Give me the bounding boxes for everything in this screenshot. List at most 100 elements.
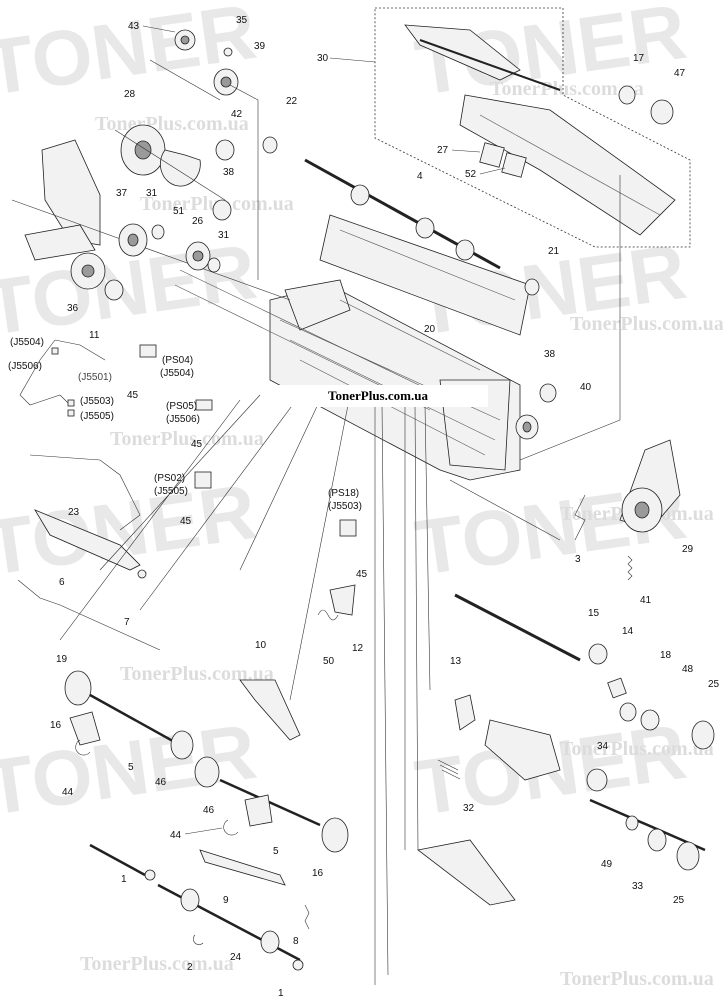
part-23-sheet xyxy=(29,454,141,531)
callout-45-c: 45 xyxy=(180,516,192,527)
callout-PS05: (PS05) xyxy=(166,401,197,412)
part-21-bushing xyxy=(524,278,540,296)
part-15-gear xyxy=(588,643,608,665)
callout-18: 18 xyxy=(660,650,672,661)
watermark-url-4: TonerPlus.com.ua xyxy=(570,313,724,335)
callout-46-a: 46 xyxy=(155,777,167,788)
part-40-gear xyxy=(515,414,539,440)
callout-J5501: (J5501) xyxy=(78,372,112,383)
callout-J5506-b: (J5506) xyxy=(166,414,200,425)
part-31b-bushing xyxy=(207,257,221,273)
watermark-url-5: TonerPlus.com.ua xyxy=(110,428,264,450)
callout-32: 32 xyxy=(463,803,475,814)
callout-45-d: 45 xyxy=(356,569,368,580)
callout-22: 22 xyxy=(286,96,298,107)
callout-6: 6 xyxy=(59,577,65,588)
callout-J5506: (J5506) xyxy=(8,361,42,372)
callout-51: 51 xyxy=(173,206,185,217)
part-7-clip xyxy=(137,569,147,579)
callout-PS04: (PS04) xyxy=(162,355,193,366)
part-shaft-right xyxy=(454,593,581,662)
callout-2: 2 xyxy=(187,962,193,973)
callout-8: 8 xyxy=(293,936,299,947)
callout-17: 17 xyxy=(633,53,645,64)
callout-14: 14 xyxy=(622,626,634,637)
callout-20: 20 xyxy=(424,324,436,335)
part-3-spring xyxy=(574,494,586,541)
callout-4: 4 xyxy=(417,171,423,182)
part-48-gear xyxy=(640,709,660,731)
watermark-url-10: TonerPlus.com.ua xyxy=(560,968,714,990)
callout-48: 48 xyxy=(682,664,694,675)
part-8-spring xyxy=(304,904,310,930)
part-37-gear xyxy=(118,223,148,257)
part-25a-roller xyxy=(691,720,715,750)
part-45d-sensor xyxy=(339,519,357,537)
part-12-bracket xyxy=(329,584,356,616)
watermark-url-2: TonerPlus.com.ua xyxy=(490,78,644,100)
part-28-gear xyxy=(120,124,166,176)
part-19-sheet xyxy=(17,579,161,651)
part-29-gear-assembly xyxy=(619,439,681,533)
callout-J5504-b: (J5504) xyxy=(160,368,194,379)
gear-housing-left xyxy=(11,139,291,301)
callout-36: 36 xyxy=(67,303,79,314)
callout-31-b: 31 xyxy=(218,230,230,241)
callout-21: 21 xyxy=(548,246,560,257)
part-45a-sensor xyxy=(139,344,157,358)
part-18-gear xyxy=(619,702,637,722)
part-9-guide xyxy=(199,849,286,886)
callout-J5504: (J5504) xyxy=(10,337,44,348)
part-27-pad xyxy=(479,142,505,168)
cable-harness xyxy=(19,339,106,417)
callout-31-a: 31 xyxy=(146,188,158,199)
callout-3: 3 xyxy=(575,554,581,565)
callout-33: 33 xyxy=(632,881,644,892)
part-44a-clip xyxy=(75,739,91,756)
callout-J5505: (J5505) xyxy=(80,411,114,422)
callout-26: 26 xyxy=(192,216,204,227)
callout-45-b: 45 xyxy=(191,439,203,450)
part-26-gear xyxy=(185,241,211,271)
part-39-gear xyxy=(213,68,239,96)
callout-43: 43 xyxy=(128,21,140,32)
part-33-gear xyxy=(647,828,667,852)
callout-9: 9 xyxy=(223,895,229,906)
part-50-spring xyxy=(317,609,339,621)
part-32-spring xyxy=(437,759,461,780)
site-banner-text: TonerPlus.com.ua xyxy=(328,388,428,403)
part-42-gear xyxy=(215,139,235,161)
part-52-pad xyxy=(501,152,527,178)
part-38-gear-top xyxy=(212,199,232,221)
callout-labels: 43 35 39 30 17 47 28 42 22 27 52 4 38 37… xyxy=(8,15,720,999)
callout-J5505-b: (J5505) xyxy=(154,486,188,497)
part-5b-bracket xyxy=(244,794,273,827)
part-shaft-16a xyxy=(89,693,181,747)
callout-7: 7 xyxy=(124,617,130,628)
callout-44-a: 44 xyxy=(62,787,74,798)
assembly-30-outline xyxy=(374,7,691,248)
part-shaft-46b xyxy=(219,778,321,827)
callout-13: 13 xyxy=(450,656,462,667)
part-41-spring xyxy=(627,555,633,581)
part-34-roller xyxy=(586,768,608,792)
part-46a-roller xyxy=(170,730,194,760)
callout-23: 23 xyxy=(68,507,80,518)
watermark-url-8: TonerPlus.com.ua xyxy=(560,738,714,760)
callout-40: 40 xyxy=(580,382,592,393)
callout-35: 35 xyxy=(236,15,248,26)
callout-12: 12 xyxy=(352,643,364,654)
part-22-bushing xyxy=(262,136,278,154)
part-45c-sensor xyxy=(194,471,212,489)
callout-47: 47 xyxy=(674,68,686,79)
callout-19: 19 xyxy=(56,654,68,665)
part-35-clip xyxy=(223,47,233,57)
leader-lines xyxy=(59,59,621,985)
callout-16-a: 16 xyxy=(50,720,62,731)
callout-25-b: 25 xyxy=(673,895,685,906)
callout-5-b: 5 xyxy=(273,846,279,857)
part-38-gear-right xyxy=(539,383,557,403)
part-30-assembly xyxy=(404,24,676,236)
